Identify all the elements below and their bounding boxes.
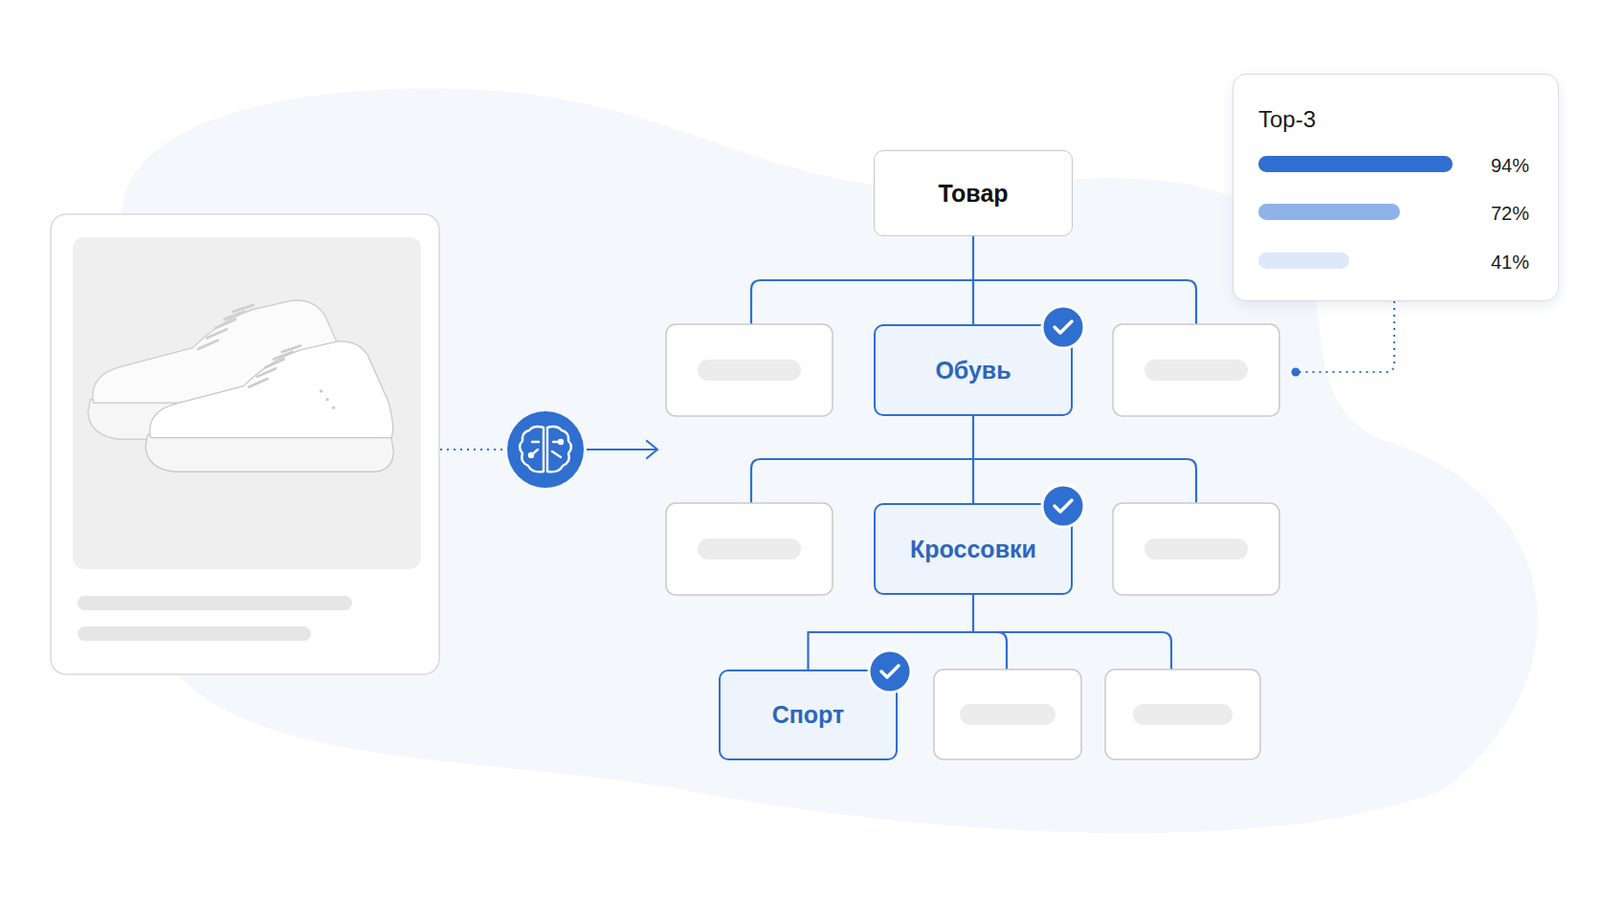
tree-connector [808,595,975,670]
sneaker-illustration [88,300,394,472]
blank-categories [666,324,1280,760]
score-value: 94% [1490,155,1530,178]
tree-branch [972,632,1172,670]
product-card [50,214,440,675]
placeholder-bar [77,626,312,642]
tree-branch [751,459,973,504]
brain-symbol [519,426,572,472]
brain-node [558,440,563,445]
placeholder-pill [697,359,801,381]
sneaker-upper [150,341,394,439]
blank-category-box [666,503,833,596]
sneaker-laces [248,345,301,387]
dotted-leader [1295,301,1395,373]
score-value: 72% [1490,202,1530,225]
placeholder-pill [959,704,1056,726]
blank-category-box [933,669,1082,760]
front-sneaker [145,341,394,472]
panel-title: Top-3 [1258,106,1316,134]
sneaker-laces [198,305,254,350]
dotted-leader [440,448,508,451]
tree-branch [972,459,1197,504]
brain-outline [547,426,572,472]
tree-branch [972,280,1197,325]
tree-branch [751,280,973,325]
placeholder-pill [697,538,801,560]
flow-arrow [586,448,657,451]
ai-brain-icon [507,411,584,489]
placeholder-pill [1144,538,1248,560]
category-label: Товар [937,179,1008,208]
category-label: Обувь [934,356,1011,385]
placeholder-pill [1133,704,1233,726]
sneaker-sole [145,434,394,472]
score-value: 41% [1490,251,1530,274]
root-category-box: Товар [873,150,1073,237]
brain-circuit [531,442,561,458]
selected-category-box: Кроссовки [873,503,1073,596]
category-label: Кроссовки [910,535,1037,564]
placeholder-pill [1144,359,1248,381]
selected-category-box: Обувь [873,324,1073,417]
product-photo [72,237,422,570]
tree-connector [972,236,975,325]
blank-category-box [1112,503,1280,596]
sneaker-perforation [332,406,335,410]
brain-outline [519,426,544,472]
blank-category-box [666,324,833,417]
sneaker-perforation [319,389,323,393]
blank-category-box [1105,669,1261,760]
sneaker-perforation [325,398,329,401]
leader-dot [1291,368,1301,378]
category-label: Спорт [772,701,845,730]
brain-node [529,453,534,458]
blank-category-box [1112,324,1280,417]
tree-branch [972,632,1007,670]
flow-arrowhead [646,441,658,459]
tree-connector [972,416,975,504]
selected-category-box: Спорт [718,669,898,761]
top3-panel: Top-3 94% 72% 41% [1232,73,1559,302]
placeholder-bar [77,596,353,611]
